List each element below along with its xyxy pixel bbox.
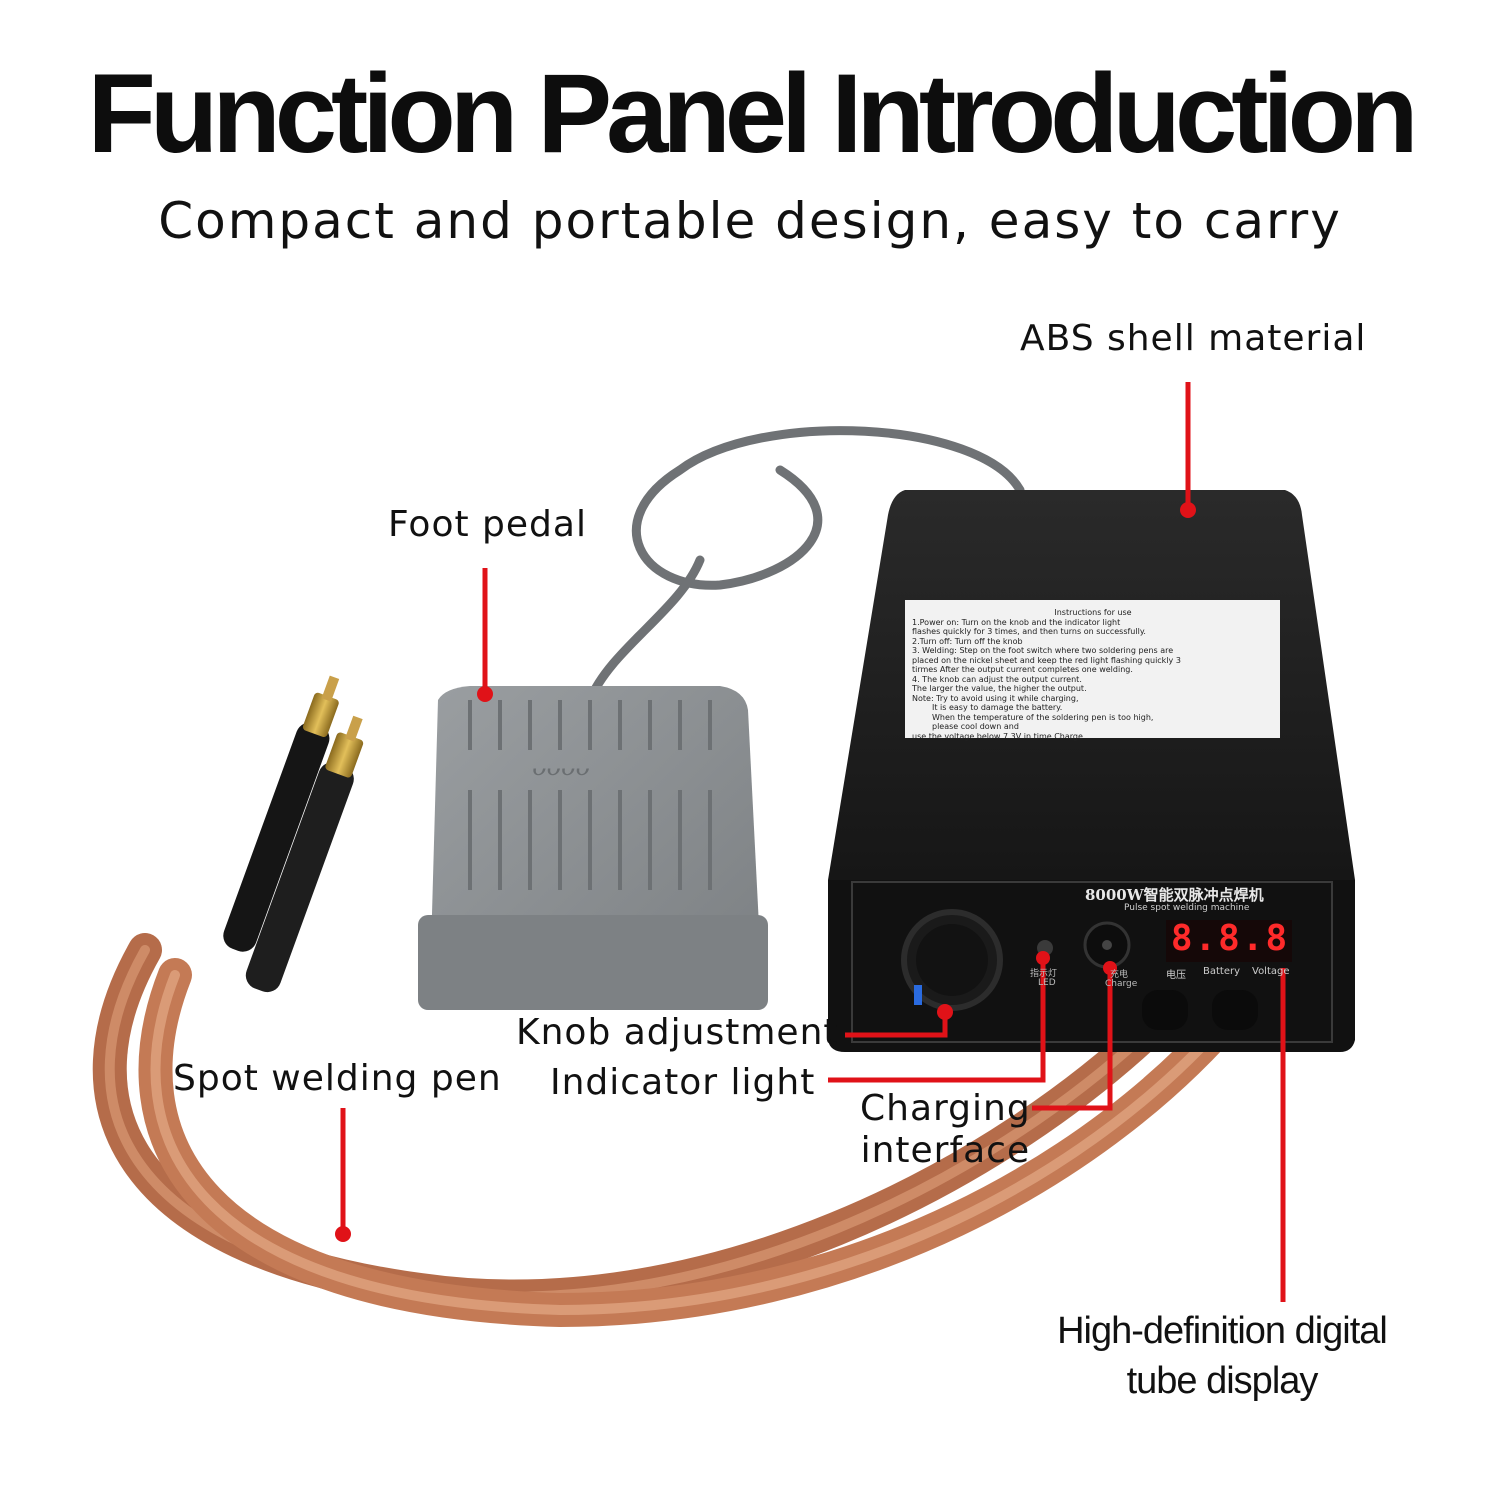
foot-pedal: ᴗᴗᴗᴗ <box>418 686 768 1010</box>
callout-charging-line2: interface <box>860 1130 1031 1171</box>
callout-foot-pedal: Foot pedal <box>388 504 587 545</box>
charge-label-en: Charge <box>1105 979 1138 989</box>
model-text: 8000W智能双脉冲点焊机 <box>1085 886 1264 904</box>
voltage-label-cn: 电压 <box>1166 970 1186 981</box>
display-digits: 8.8.8 <box>1170 918 1290 959</box>
instruction-line: The larger the value, the higher the out… <box>912 684 1087 693</box>
callout-pointers <box>340 382 1286 1302</box>
front-panel <box>901 909 1292 1030</box>
instruction-line: 3. Welding: Step on the foot switch wher… <box>912 646 1174 655</box>
svg-text:ᴗᴗᴗᴗ: ᴗᴗᴗᴗ <box>531 753 589 781</box>
callout-charging: Charging interface <box>860 1088 1031 1172</box>
page-title: Function Panel Introduction <box>87 51 1418 176</box>
instruction-line: Note: Try to avoid using it while chargi… <box>912 693 1079 703</box>
instruction-line: When the temperature of the soldering pe… <box>932 712 1154 722</box>
instruction-line: 1.Power on: Turn on the knob and the ind… <box>912 617 1121 627</box>
instruction-line: flashes quickly for 3 times, and then tu… <box>912 627 1146 636</box>
instruction-line: tirmes After the output current complete… <box>912 665 1133 674</box>
instruction-sticker <box>905 600 1280 738</box>
spot-welding-pens <box>223 675 364 993</box>
callout-pen: Spot welding pen <box>173 1058 502 1099</box>
charge-label-cn: 充电 <box>1110 970 1129 980</box>
instruction-text: Instructions for use 1.Power on: Turn on… <box>912 608 1274 741</box>
digital-display <box>1166 920 1292 962</box>
led-label-en: LED <box>1038 978 1056 988</box>
instruction-line: It is easy to damage the battery. <box>932 703 1063 712</box>
callout-dots <box>335 502 1196 1242</box>
callout-charging-line1: Charging <box>860 1088 1031 1129</box>
instruction-line: use the voltage below 7.3V in time Charg… <box>912 731 1083 741</box>
callout-knob: Knob adjustment <box>516 1012 839 1053</box>
led-label-cn: 指示灯 <box>1030 969 1058 979</box>
instruction-line: please cool down and <box>932 722 1019 731</box>
instruction-line: placed on the nickel sheet and keep the … <box>912 655 1181 665</box>
page-subtitle: Compact and portable design, easy to car… <box>158 192 1342 250</box>
instruction-line: 2.Turn off: Turn off the knob <box>912 636 1023 646</box>
callout-display-line2: tube display <box>1126 1360 1319 1402</box>
callout-indicator: Indicator light <box>550 1062 816 1103</box>
instruction-line: 4. The knob can adjust the output curren… <box>912 674 1082 684</box>
callout-display-line1: High-definition digital <box>1057 1310 1388 1352</box>
callout-display: High-definition digital tube display <box>1046 1306 1398 1406</box>
battery-label: Battery <box>1203 966 1241 977</box>
pedal-cable <box>585 426 1025 705</box>
model-subtext: Pulse spot welding machine <box>1124 903 1250 913</box>
copper-cables <box>92 933 1252 1328</box>
instruction-title: Instructions for use <box>1054 608 1132 617</box>
callout-abs-shell: ABS shell material <box>1020 318 1367 359</box>
voltage-label-en: Voltage <box>1252 966 1290 977</box>
